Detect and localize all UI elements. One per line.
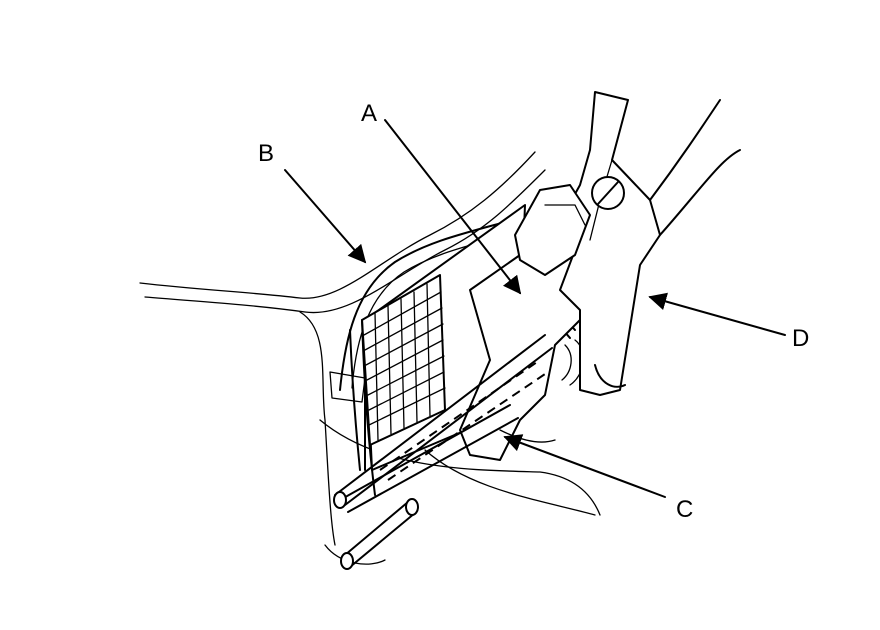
support-rods (333, 334, 553, 570)
leader-a (384, 119, 522, 295)
mesh-tape (349, 274, 446, 496)
callout-b-label: B (258, 140, 274, 167)
leader-b (284, 169, 367, 264)
callout-a-label: A (361, 100, 377, 127)
leader-d (648, 292, 786, 336)
callout-d-label: D (792, 325, 809, 352)
leader-lines (284, 119, 786, 498)
callout-c-label: C (676, 496, 693, 523)
clip-remover-tool (514, 91, 741, 396)
leader-c (503, 434, 666, 498)
